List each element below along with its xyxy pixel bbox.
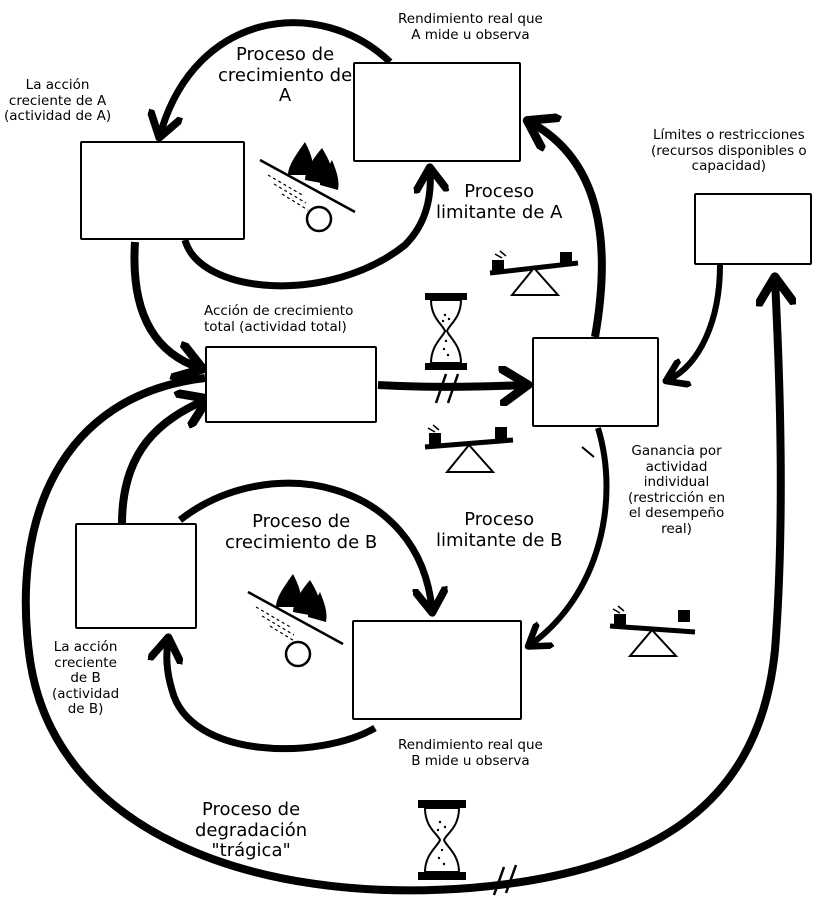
- label-rendimiento-a: Rendimiento real que A mide u observa: [398, 11, 543, 43]
- label-proceso-crecimiento-b: Proceso de crecimiento de B: [225, 511, 378, 553]
- arrow-accion-a-to-total: [130, 241, 200, 368]
- arrow-rend-b-to-accion-b: [167, 640, 377, 753]
- ganancia-tick: [581, 446, 595, 458]
- arrow-rend-a-to-accion-a: [160, 19, 393, 135]
- label-accion-total: Acción de crecimiento total (actividad t…: [204, 303, 354, 335]
- arrow-accion-b-to-total: [118, 400, 205, 525]
- delay-mark-2: [492, 864, 518, 896]
- box-limites: [694, 193, 812, 265]
- arrow-ganancia-to-rend-b: [530, 427, 610, 645]
- label-rendimiento-b: Rendimiento real que B mide u observa: [398, 737, 543, 769]
- arrow-accion-a-to-rend-a: [181, 170, 430, 290]
- snowball-icon: [259, 142, 356, 233]
- label-accion-b: La acción creciente de B (actividad de B…: [52, 639, 120, 718]
- hourglass-icon: [425, 293, 467, 370]
- label-ganancia: Ganancia por actividad individual (restr…: [628, 443, 726, 537]
- balance-scale-icon: [609, 605, 696, 657]
- box-ganancia: [532, 337, 659, 427]
- hourglass-icon: [418, 800, 466, 880]
- balance-scale-icon: [489, 250, 579, 296]
- label-proceso-limitante-a: Proceso limitante de A: [436, 181, 563, 223]
- arrow-degradacion-loop: [21, 280, 781, 895]
- box-accion-total: [205, 346, 377, 423]
- label-proceso-crecimiento-a: Proceso de crecimiento de A: [218, 44, 353, 107]
- box-accion-b: [75, 523, 197, 629]
- arrow-accion-b-to-rend-b: [177, 479, 432, 610]
- arrow-limites-to-ganancia: [668, 264, 723, 380]
- delay-mark-1: [434, 373, 460, 404]
- snowball-icon: [247, 574, 344, 668]
- label-proceso-limitante-b: Proceso limitante de B: [436, 509, 563, 551]
- label-accion-a: La acción creciente de A (actividad de A…: [4, 77, 112, 125]
- balance-scale-icon: [424, 424, 514, 473]
- arrow-total-to-ganancia: [377, 385, 525, 387]
- label-degradacion: Proceso de degradación "trágica": [195, 799, 308, 862]
- label-limites: Límites o restricciones (recursos dispon…: [651, 127, 807, 175]
- box-accion-a: [80, 141, 245, 240]
- box-rendimiento-b: [352, 620, 522, 720]
- arrow-ganancia-to-rend-a: [530, 122, 606, 338]
- box-rendimiento-a: [353, 62, 521, 162]
